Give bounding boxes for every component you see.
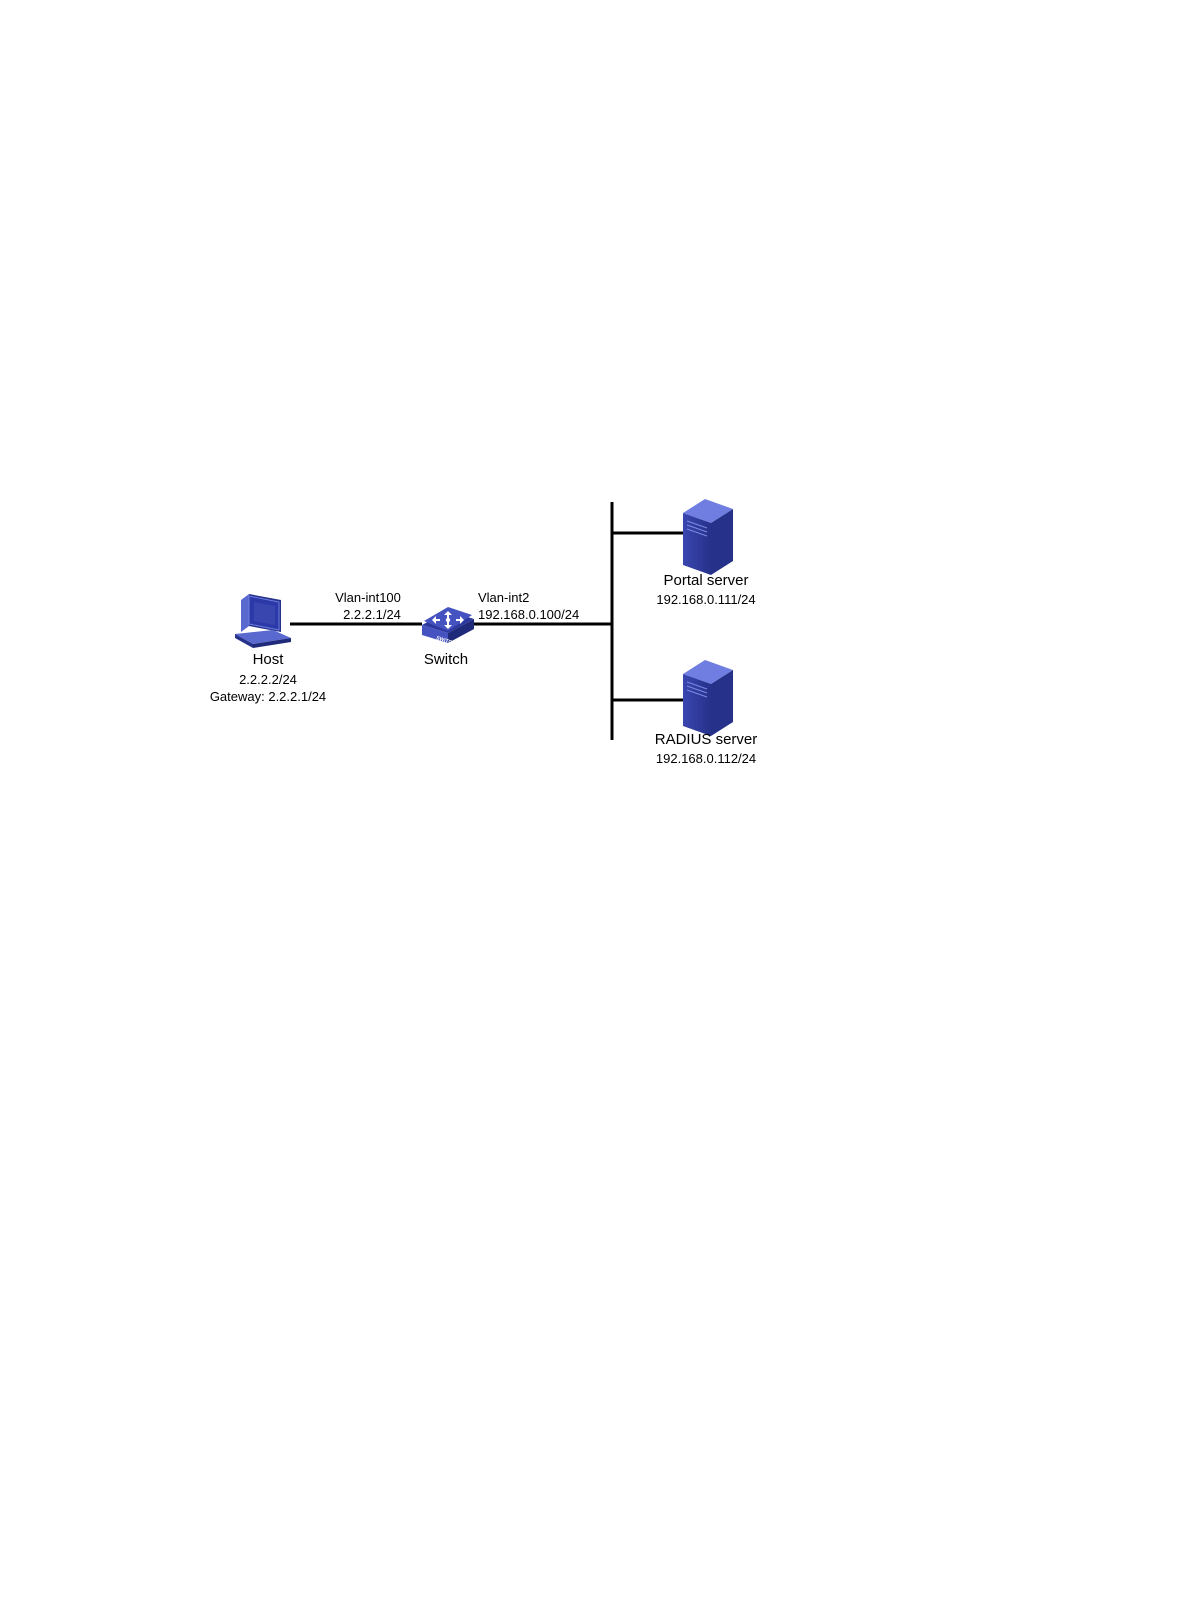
switch-right-interface-ip: 192.168.0.100/24 bbox=[478, 607, 579, 622]
server-icon bbox=[683, 499, 733, 575]
server-icon bbox=[683, 660, 733, 736]
host-gateway: Gateway: 2.2.2.1/24 bbox=[210, 689, 326, 704]
portal-server-ip: 192.168.0.111/24 bbox=[656, 592, 755, 607]
switch-icon: SWITCH bbox=[422, 607, 474, 647]
switch-left-interface-name: Vlan-int100 bbox=[335, 590, 401, 605]
switch-right-interface-name: Vlan-int2 bbox=[478, 590, 529, 605]
radius-server-name: RADIUS server bbox=[655, 731, 758, 748]
switch-left-interface-ip: 2.2.2.1/24 bbox=[343, 607, 401, 622]
host-name: Host bbox=[253, 651, 285, 668]
host-ip: 2.2.2.2/24 bbox=[239, 672, 297, 687]
portal-server-name: Portal server bbox=[663, 572, 748, 589]
radius-server-ip: 192.168.0.112/24 bbox=[656, 751, 756, 766]
computer-icon bbox=[235, 594, 291, 648]
switch-name: Switch bbox=[424, 651, 468, 668]
